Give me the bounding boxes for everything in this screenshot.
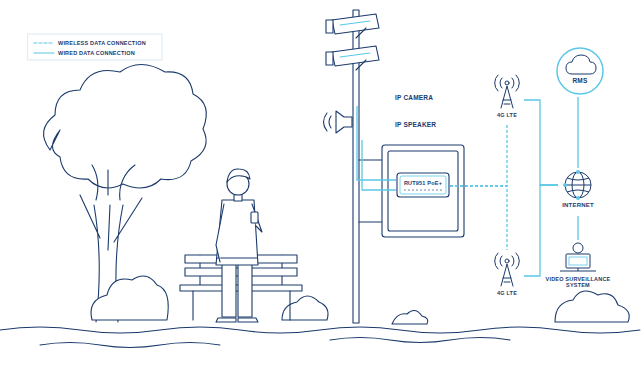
surveillance-station-outline: [538, 240, 618, 302]
bush: [282, 296, 328, 320]
tree: [44, 65, 207, 323]
wired-connection: [577, 97, 578, 168]
router: RUT951 PoE+: [396, 172, 450, 198]
node-label: 4G LTE: [482, 290, 532, 296]
node-label: VIDEO SURVEILLANCE SYSTEM: [538, 276, 618, 289]
node-label: 4G LTE: [482, 112, 532, 118]
legend-text: WIRED DATA CONNECTION: [58, 50, 135, 56]
node-label: IP CAMERA: [395, 94, 433, 101]
ip-speaker: IP SPEAKER: [330, 108, 460, 140]
cloud-service: RMS: [555, 45, 605, 97]
person: [216, 169, 262, 322]
legend-text: WIRELESS DATA CONNECTION: [58, 40, 146, 46]
wired-connection: [577, 216, 578, 240]
cell-tower: 4G LTE: [490, 250, 524, 302]
internet-globe: INTERNET: [558, 168, 598, 216]
wired-connection: [524, 100, 558, 185]
wired-connection: [524, 185, 558, 276]
legend-sample-dashed: [34, 42, 54, 43]
cell-tower: 4G LTE: [490, 72, 524, 124]
ground: [40, 338, 510, 348]
bush: [91, 276, 168, 320]
wireless-connection: [450, 186, 507, 250]
wireless-connection: [450, 124, 507, 186]
cabinet: [359, 145, 464, 237]
cloud-service-outline: [555, 45, 605, 97]
wired-connection: [357, 106, 396, 180]
wired-connection: [362, 140, 396, 190]
legend-sample-solid: [34, 52, 54, 53]
surveillance-station: VIDEO SURVEILLANCE SYSTEM: [538, 240, 618, 302]
legend-frame: [28, 34, 162, 60]
ip-camera: IP CAMERA: [330, 6, 460, 106]
ground: [0, 327, 640, 333]
bush: [555, 291, 629, 322]
internet-globe-outline: [558, 168, 598, 216]
node-label: IP SPEAKER: [395, 121, 436, 128]
node-label: RMS: [555, 77, 605, 84]
node-label: RUT951 PoE+: [396, 180, 450, 186]
bush: [392, 310, 428, 324]
node-label: INTERNET: [548, 202, 608, 209]
pole: [324, 10, 380, 323]
